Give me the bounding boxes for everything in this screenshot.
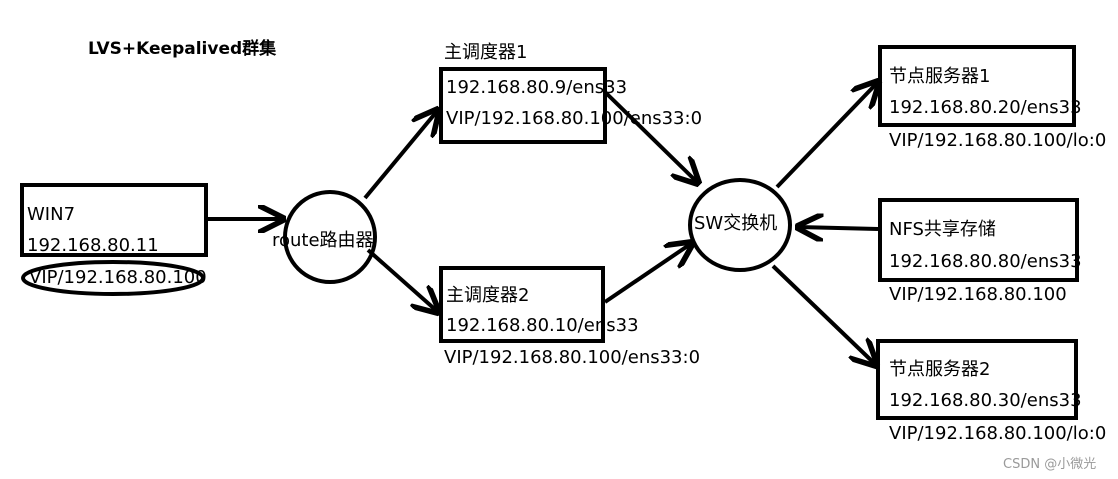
arrow-switch-to-node1 — [775, 82, 878, 189]
arrow-router-to-director1 — [363, 110, 438, 200]
node2-box — [876, 339, 1078, 420]
node1-vip: VIP/192.168.80.100/lo:0 — [889, 130, 1107, 151]
router-circle — [283, 190, 377, 284]
router-label: route路由器 — [272, 230, 374, 251]
node2-ip: 192.168.80.30/ens33 — [889, 390, 1082, 411]
arrow-switch-to-node2 — [771, 264, 876, 365]
director2-ip: 192.168.80.10/ens33 — [446, 315, 639, 336]
node2-vip: VIP/192.168.80.100/lo:0 — [889, 423, 1107, 444]
nfs-vip: VIP/192.168.80.100 — [889, 284, 1067, 305]
node1-name: 节点服务器1 — [889, 66, 991, 87]
arrow-director2-to-switch — [603, 243, 692, 304]
director1-box — [439, 67, 607, 144]
director1-vip: VIP/192.168.80.100/ens33:0 — [446, 108, 703, 129]
win7-name: WIN7 — [27, 204, 76, 225]
node1-ip: 192.168.80.20/ens33 — [889, 97, 1082, 118]
switch-circle — [688, 178, 792, 272]
nfs-box — [878, 198, 1079, 282]
nfs-name: NFS共享存储 — [889, 219, 996, 240]
director2-name: 主调度器2 — [446, 285, 530, 306]
node1-box — [878, 45, 1076, 127]
win7-box — [20, 183, 208, 257]
director2-box — [439, 266, 605, 343]
switch-label: SW交换机 — [694, 213, 778, 234]
win7-vip: VIP/192.168.80.100 — [29, 267, 207, 288]
node2-name: 节点服务器2 — [889, 359, 991, 380]
arrow-nfs-to-switch — [798, 227, 879, 229]
director1-ip: 192.168.80.9/ens33 — [446, 77, 628, 98]
director1-name: 主调度器1 — [444, 42, 528, 63]
vip-highlight-oval — [21, 260, 205, 296]
win7-ip: 192.168.80.11 — [27, 235, 159, 256]
director2-vip: VIP/192.168.80.100/ens33:0 — [444, 347, 701, 368]
arrow-router-to-director2 — [366, 248, 438, 312]
nfs-ip: 192.168.80.80/ens33 — [889, 251, 1082, 272]
arrow-director1-to-switch — [603, 90, 698, 183]
watermark: CSDN @小微光 — [1003, 457, 1097, 472]
diagram-title: LVS+Keepalived群集 — [88, 39, 277, 59]
